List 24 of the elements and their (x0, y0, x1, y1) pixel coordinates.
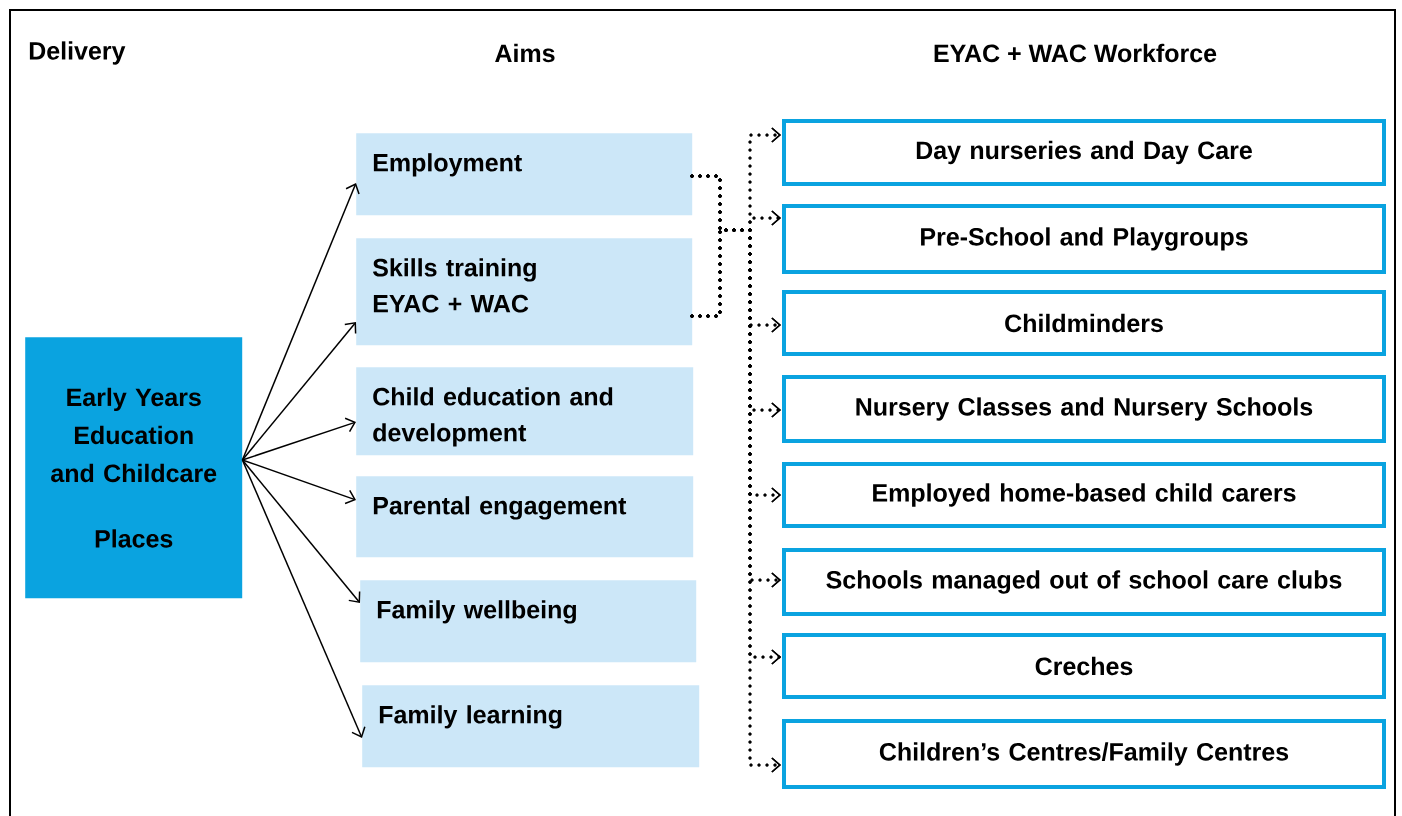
workforce-box: Nursery Classes and Nursery Schools (782, 375, 1386, 443)
workforce-box: Creches (782, 633, 1386, 699)
workforce-box: Children’s Centres/Family Centres (782, 719, 1386, 789)
aim-box: Skills training EYAC + WAC (356, 238, 693, 346)
column-heading: EYAC + WAC Workforce (934, 43, 1217, 63)
aim-box: Employment (356, 133, 693, 216)
arrow (241, 459, 356, 505)
arrow (241, 183, 360, 461)
workforce-box: Schools managed out of school care clubs (782, 548, 1386, 616)
workforce-box: Day nurseries and Day Care (782, 119, 1386, 186)
arrow (241, 417, 356, 461)
column-heading: Aims (495, 43, 555, 63)
aim-box: Family learning (362, 685, 700, 768)
delivery-box: Early Years Education and Childcare Places (25, 337, 243, 599)
aim-box: Child education and development (356, 367, 694, 456)
arrow (241, 459, 366, 738)
workforce-box: Pre-School and Playgroups (782, 204, 1386, 274)
aim-box: Parental engagement (356, 476, 694, 558)
arrow (241, 322, 357, 461)
workforce-box: Childminders (782, 290, 1386, 356)
aim-box: Family wellbeing (360, 580, 697, 663)
workforce-box: Employed home-based child carers (782, 462, 1386, 528)
arrow (241, 459, 361, 603)
column-heading: Delivery (29, 41, 126, 65)
